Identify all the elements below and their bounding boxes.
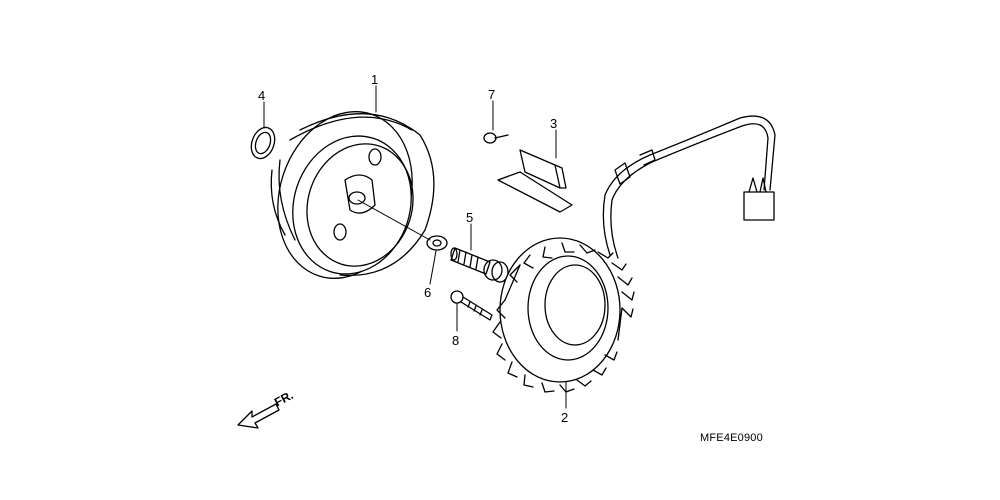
callout-2: 2 (561, 410, 569, 425)
flange-bolt-part (450, 247, 509, 283)
callout-1: 1 (371, 72, 379, 87)
callout-5: 5 (466, 210, 474, 225)
leader-lines (263, 85, 567, 409)
wire-harness-part (602, 115, 776, 259)
seal-ring-part (250, 126, 276, 160)
front-arrow-icon (237, 403, 280, 429)
wire-clamp-part (497, 149, 573, 213)
stator-part (492, 237, 635, 393)
diagram-code: MFE4E0900 (700, 432, 763, 444)
small-bolt-part (483, 132, 509, 144)
callout-8: 8 (452, 333, 460, 348)
washer-part (426, 235, 448, 251)
callout-6: 6 (424, 285, 432, 300)
callout-7: 7 (488, 87, 496, 102)
callout-4: 4 (258, 88, 266, 103)
flywheel-rotor-part (270, 111, 435, 279)
callout-3: 3 (550, 116, 558, 131)
stator-bolt-part (450, 290, 493, 321)
